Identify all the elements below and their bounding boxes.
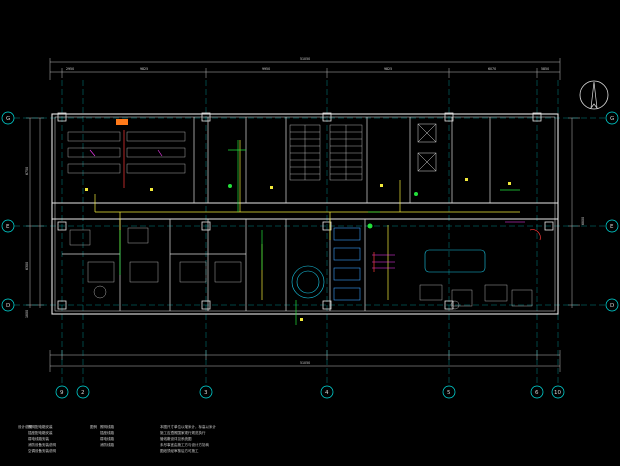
outer-walls: [51, 113, 559, 315]
notes-col1-item-3: 弱电线路安装: [28, 437, 49, 441]
green-device-markers: [228, 184, 418, 229]
top-dimension-2: 9825: [140, 67, 148, 71]
top-total-dimension: 51050: [300, 57, 310, 61]
device-markers: [85, 178, 511, 321]
notes-col3-item-4: 未尽事宜由施工方与设计方协商: [160, 443, 209, 447]
axis-label-D-right: D: [610, 303, 614, 309]
top-dimension-5: 6070: [488, 67, 496, 71]
training-room-seating: [67, 131, 186, 174]
axis-label-col-2: 2: [81, 390, 85, 396]
notes-col1-item-2: 插座配电箱安装: [28, 431, 53, 435]
axis-label-col-6: 6: [535, 390, 539, 396]
north-arrow-icon: [579, 80, 609, 110]
notes-col2-item-3: 弱电线路: [100, 437, 114, 441]
axis-label-G-left: G: [6, 116, 10, 122]
bottom-total-dimension: 51050: [300, 361, 310, 365]
drawing-notes: 设计说明 照明配电箱安装 插座配电箱安装 弱电线路安装 消防设备安装说明 空调设…: [0, 420, 620, 466]
axis-label-E-right: E: [610, 224, 614, 230]
left-dimension-3: 1800: [25, 310, 29, 318]
column-axis-bubbles: [55, 385, 565, 399]
notes-col2-title: 图例: [90, 425, 97, 429]
axis-label-col-10: 10: [554, 390, 561, 396]
axis-label-E-left: E: [6, 224, 10, 230]
workstation-desks: [333, 227, 361, 301]
training-room-screen: [116, 119, 128, 125]
staircase-1: [289, 124, 321, 181]
notes-col1-item-1: 照明配电箱安装: [28, 425, 53, 429]
notes-col1-title: 设计说明: [18, 425, 32, 429]
axis-label-col-4: 4: [325, 390, 329, 396]
axis-label-col-3: 3: [204, 390, 208, 396]
yellow-conduits: [94, 140, 520, 300]
column-axis-lines: [61, 80, 559, 386]
notes-col2-item-2: 插座线路: [100, 431, 114, 435]
side-dimension-lines: [26, 117, 580, 308]
notes-col3-item-3: 管线敷设详见系统图: [160, 437, 192, 441]
floor-plan-drawing: 51050 2950 9825 9950 9825 6070 5850 5105…: [1, 57, 619, 399]
elevator-shafts: [417, 123, 437, 172]
red-conduits: [123, 130, 541, 272]
left-dimension-2: 6300: [25, 262, 29, 270]
row-axis-bubbles: [1, 111, 619, 312]
notes-col2-item-1: 照明线路: [100, 425, 114, 429]
axis-label-col-9: 9: [60, 390, 64, 396]
top-dimension-3: 9950: [262, 67, 270, 71]
notes-col3-item-1: 本图尺寸单位以毫米计，标高以米计: [160, 425, 216, 429]
top-dimension-chain: [49, 58, 561, 80]
notes-col1-item-4: 消防设备安装说明: [28, 443, 56, 447]
top-dimension-4: 9825: [384, 67, 392, 71]
green-conduits: [119, 140, 520, 325]
interior-partitions: [62, 117, 491, 311]
right-dimension-1: 6800: [581, 217, 585, 225]
bottom-dimension-chain: [49, 350, 561, 372]
bedroom-furniture: [69, 227, 242, 299]
round-meeting-table: [291, 265, 325, 299]
reception-desk: [424, 249, 486, 273]
notes-col3-item-2: 施工应遵照国家现行规范执行: [160, 431, 206, 435]
staircase-2: [329, 124, 363, 181]
left-dimension-1: 6750: [25, 167, 29, 175]
lounge-seating: [419, 284, 533, 310]
axis-label-col-5: 5: [447, 390, 451, 396]
top-dimension-6: 5850: [541, 67, 549, 71]
notes-col3-item-5: 图纸须经审核后方可施工: [160, 449, 199, 453]
notes-col1-item-5: 空调设备安装说明: [28, 449, 56, 453]
axis-label-D-left: D: [6, 303, 10, 309]
magenta-conduits: [89, 149, 525, 269]
axis-label-G-right: G: [610, 116, 614, 122]
structural-columns: [57, 112, 554, 310]
notes-col2-item-4: 消防线路: [100, 443, 114, 447]
top-dimension-1: 2950: [66, 67, 74, 71]
